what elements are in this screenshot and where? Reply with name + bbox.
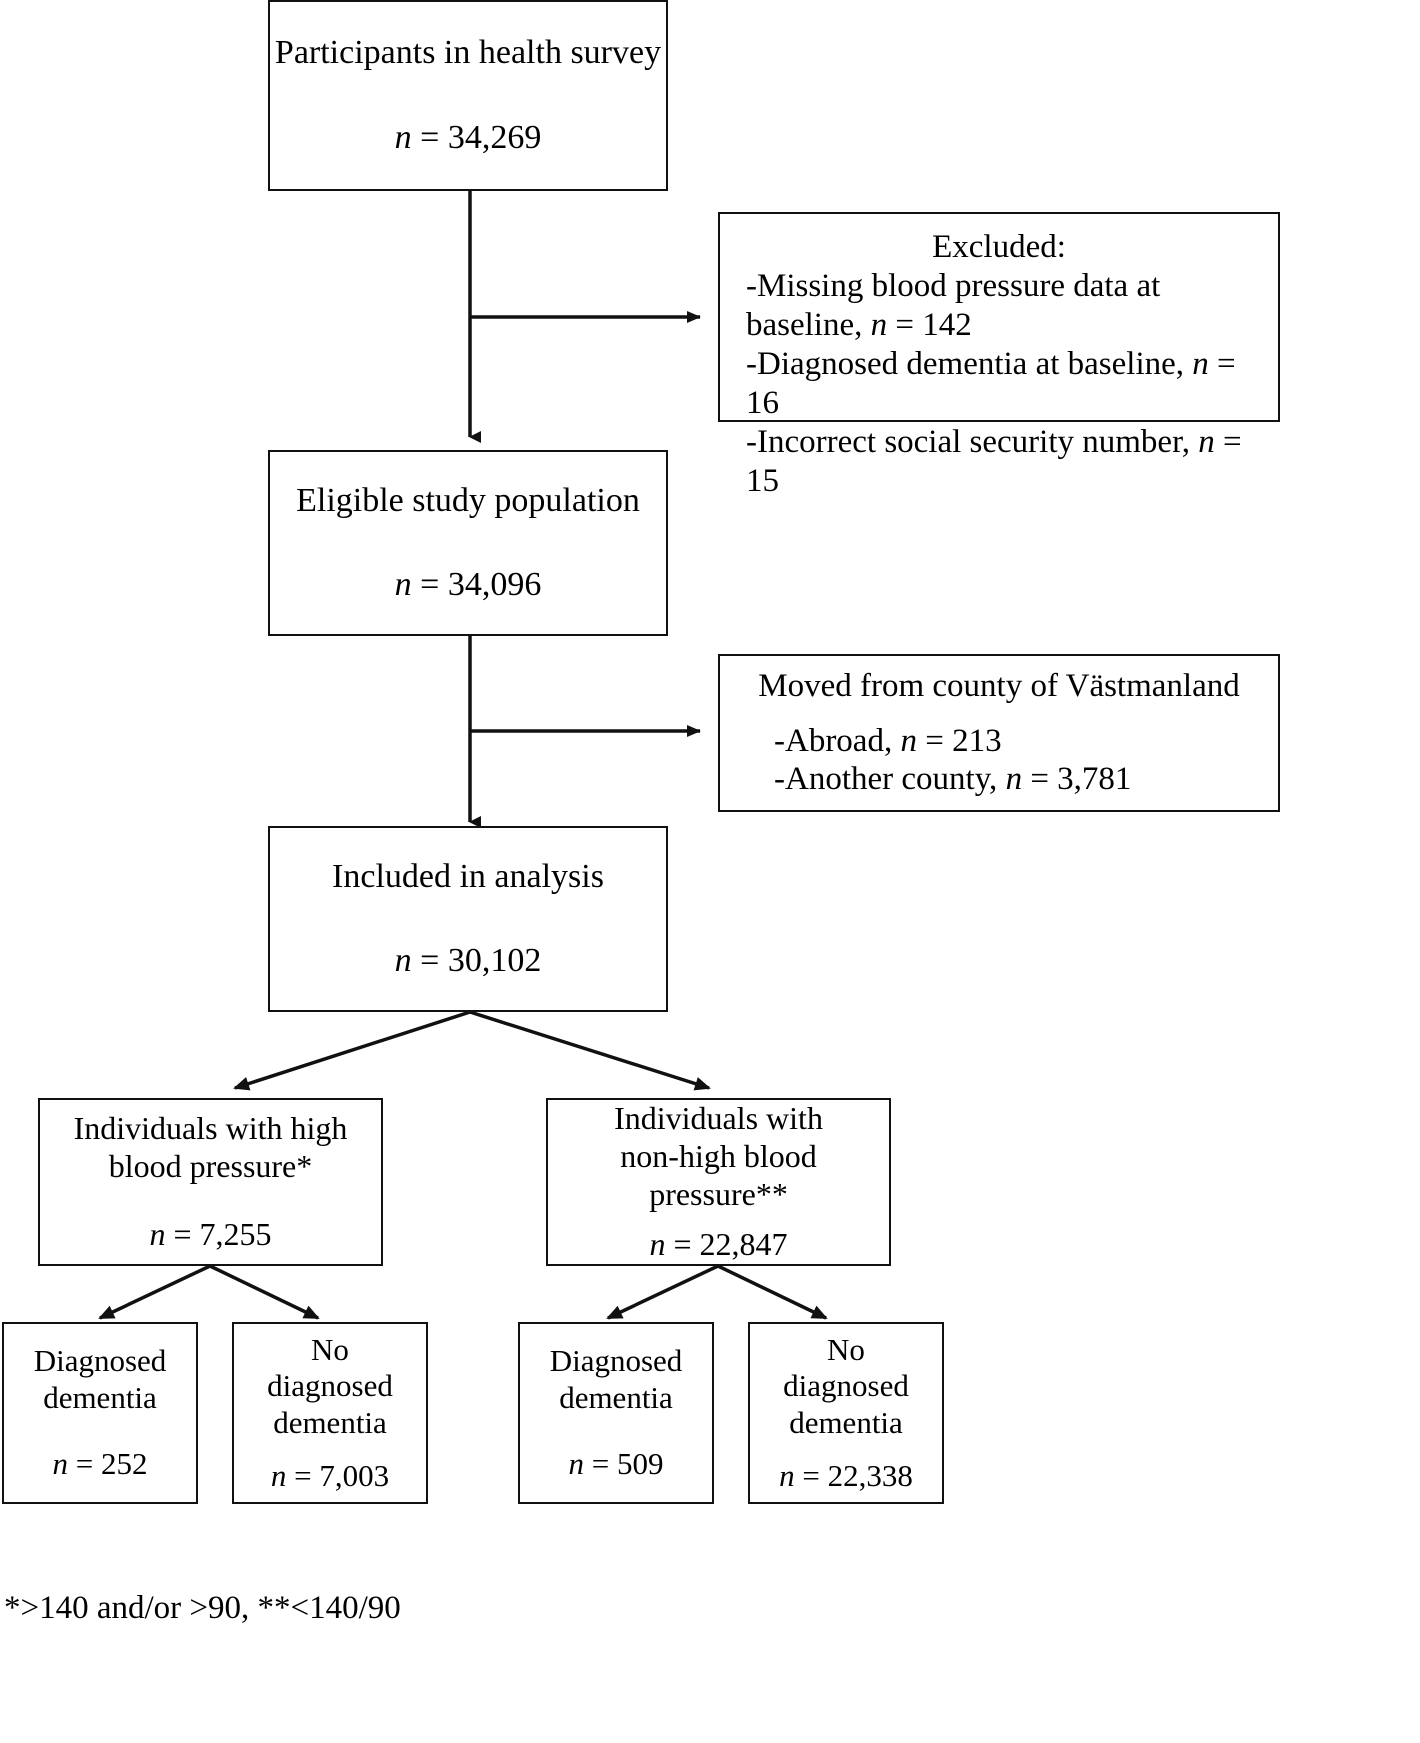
node-moved-item-1: -Abroad, n = 213 (774, 722, 1002, 759)
node-high-bp-title-line-1: Individuals with high (73, 1110, 348, 1147)
node-included: Included in analysis n = 30,102 (268, 826, 668, 1012)
node-excluded: Excluded: -Missing blood pressure data a… (718, 212, 1280, 499)
node-nonhigh-nodx-line-2: diagnosed (783, 1368, 909, 1404)
node-nonhigh-bp-diagnosed-dementia: Diagnosed dementia n = 509 (518, 1322, 714, 1504)
node-nonhigh-nodx-n: n = 22,338 (779, 1457, 913, 1493)
node-nonhigh-nodx-line-1: No (827, 1331, 865, 1367)
node-nonhigh-dx-n: n = 509 (568, 1446, 664, 1482)
node-high-bp-n: n = 7,255 (149, 1215, 272, 1252)
node-high-nodx-line-3: dementia (273, 1405, 387, 1440)
node-high-nodx-line-1: No (311, 1331, 349, 1367)
node-excluded-item-1-line-1: -Missing blood pressure data at (746, 267, 1161, 304)
node-moved-item-2: -Another county, n = 3,781 (774, 761, 1132, 798)
node-high-dx-line-2: dementia (43, 1379, 157, 1415)
node-excluded-heading: Excluded: (932, 229, 1066, 265)
node-nonhigh-bp-title-line-2: non-high blood pressure** (620, 1137, 817, 1212)
node-high-bp-diagnosed-dementia: Diagnosed dementia n = 252 (2, 1322, 198, 1504)
node-nonhigh-bp-n: n = 22,847 (649, 1226, 788, 1263)
node-high-bp-title-line-2: blood pressure* (108, 1148, 313, 1185)
node-high-dx-n: n = 252 (52, 1446, 148, 1482)
node-nonhigh-nodx-line-3: dementia (789, 1405, 903, 1440)
node-nonhigh-bp-no-diagnosed-dementia: No diagnosed dementia n = 22,338 (748, 1322, 944, 1504)
node-eligible: Eligible study population n = 34,096 (268, 450, 668, 636)
node-eligible-n: n = 34,096 (394, 566, 542, 603)
node-nonhigh-blood-pressure: Individuals with non-high blood pressure… (546, 1098, 891, 1266)
node-included-title: Included in analysis (332, 857, 604, 895)
node-high-blood-pressure: Individuals with high blood pressure* n … (38, 1098, 383, 1266)
node-participants: Participants in health survey n = 34,269 (268, 0, 668, 191)
node-high-dx-line-1: Diagnosed (33, 1343, 167, 1379)
node-excluded-item-3: -Incorrect social security number, n = 1… (746, 423, 1242, 499)
node-participants-n: n = 34,269 (394, 118, 542, 156)
node-excluded-item-2: -Diagnosed dementia at baseline, n = 16 (746, 345, 1236, 421)
footnote: *>140 and/or >90, **<140/90 (4, 1590, 401, 1626)
node-nonhigh-dx-line-1: Diagnosed (549, 1343, 683, 1379)
node-eligible-title: Eligible study population (296, 481, 640, 519)
node-high-bp-no-diagnosed-dementia: No diagnosed dementia n = 7,003 (232, 1322, 428, 1504)
node-included-n: n = 30,102 (394, 942, 542, 979)
node-nonhigh-bp-title-line-1: Individuals with (614, 1100, 823, 1136)
node-participants-title: Participants in health survey (274, 34, 662, 72)
node-moved-heading: Moved from county of Västmanland (758, 667, 1240, 704)
node-nonhigh-dx-line-2: dementia (559, 1379, 673, 1415)
node-high-nodx-n: n = 7,003 (270, 1457, 390, 1493)
node-high-nodx-line-2: diagnosed (267, 1368, 393, 1404)
node-excluded-item-1-line-2: baseline, n = 142 (746, 306, 972, 343)
node-moved: Moved from county of Västmanland -Abroad… (718, 654, 1280, 812)
